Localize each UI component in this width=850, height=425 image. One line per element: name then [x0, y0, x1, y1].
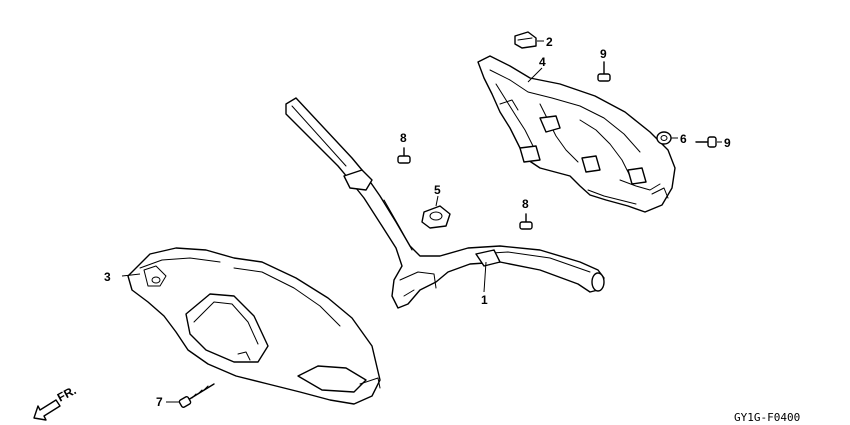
bolt-part-8-upper — [397, 147, 411, 164]
nut-part-5 — [421, 205, 451, 229]
bolt-part-8-lower — [519, 213, 533, 230]
screw-part-7 — [178, 383, 215, 408]
callout-8-upper: 8 — [400, 131, 407, 145]
callout-4: 4 — [539, 55, 546, 69]
callout-9-upper: 9 — [600, 47, 607, 61]
bolt-part-9-upper — [597, 61, 611, 82]
grommet-part-6 — [656, 131, 672, 145]
callout-1: 1 — [481, 293, 488, 307]
callout-2: 2 — [546, 35, 553, 49]
arrow-icon — [33, 399, 61, 421]
clip-part-2 — [514, 31, 537, 49]
callout-3: 3 — [104, 270, 111, 284]
callout-9-right: 9 — [724, 136, 731, 150]
direction-label: FR. — [55, 383, 79, 404]
front-handle-cover — [127, 247, 381, 405]
callout-8-lower: 8 — [522, 197, 529, 211]
callout-5: 5 — [434, 183, 441, 197]
diagram-code: GY1G-F0400 — [734, 411, 800, 424]
callout-7: 7 — [156, 395, 163, 409]
callout-6: 6 — [680, 132, 687, 146]
rear-handle-cover — [477, 55, 676, 213]
handlebar-part-1 — [285, 97, 605, 309]
bolt-part-9-right — [695, 136, 717, 148]
front-direction-indicator: FR. — [33, 383, 79, 421]
